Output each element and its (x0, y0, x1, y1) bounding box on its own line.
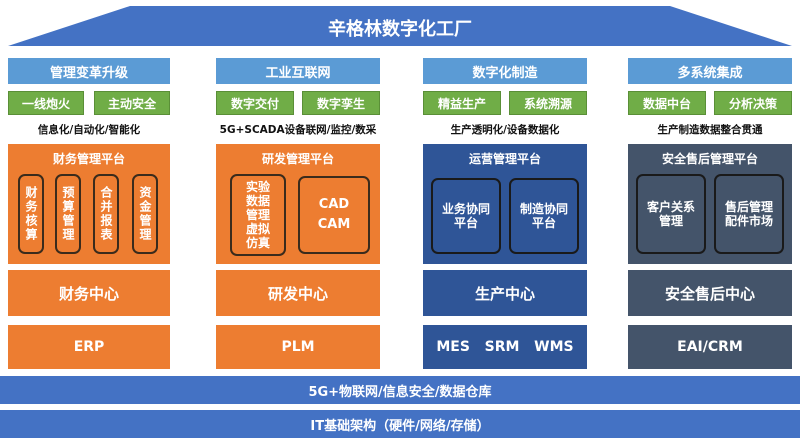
finance-platform-panel: 财务管理平台 财务核算 预算管理 合并报表 资金管理 (8, 144, 170, 264)
system-wms: WMS (534, 339, 574, 355)
pill-frontline: 一线炮火 (8, 91, 84, 115)
header-industrial-internet: 工业互联网 (216, 58, 380, 84)
roof-banner (8, 6, 792, 46)
rd-platform-panel: 研发管理平台 实验 数据 管理 虚拟 仿真 CAD CAM (216, 144, 380, 264)
pill-analysis-decision: 分析决策 (714, 91, 792, 115)
header-digital-manufacturing: 数字化制造 (423, 58, 587, 84)
system-mes: MES (436, 339, 470, 355)
production-center: 生产中心 (423, 270, 587, 316)
system-erp: ERP (8, 325, 170, 369)
header-management-upgrade: 管理变革升级 (8, 58, 170, 84)
pill-digital-delivery: 数字交付 (216, 91, 294, 115)
header-system-integration: 多系统集成 (628, 58, 792, 84)
caption-col2: 5G+SCADA设备联网/监控/数采 (219, 124, 377, 136)
business-collab-box: 业务协同 平台 (431, 178, 501, 254)
operations-platform-title: 运营管理平台 (468, 152, 541, 166)
finance-platform-title: 财务管理平台 (52, 152, 125, 166)
band-it-infrastructure: IT基础架构（硬件/网络/存储） (0, 410, 800, 438)
after-sales-platform-panel: 安全售后管理平台 客户关系 管理 售后管理 配件市场 (628, 144, 792, 264)
page-title: 辛格林数字化工厂 (328, 19, 472, 40)
crm-box: 客户关系 管理 (636, 174, 706, 254)
cad-cam-box: CAD CAM (298, 176, 370, 254)
operations-platform-panel: 运营管理平台 业务协同 平台 制造协同 平台 (423, 144, 587, 264)
band-iot-security: 5G+物联网/信息安全/数据仓库 (0, 376, 800, 404)
manufacturing-collab-box: 制造协同 平台 (509, 178, 579, 254)
caption-col1: 信息化/自动化/智能化 (37, 124, 141, 136)
experiment-simulation-box: 实验 数据 管理 虚拟 仿真 (230, 174, 286, 256)
system-plm: PLM (216, 325, 380, 369)
caption-col3: 生产透明化/设备数据化 (450, 124, 560, 136)
pill-active-safety: 主动安全 (94, 91, 170, 115)
after-sales-center: 安全售后中心 (628, 270, 792, 316)
rd-center: 研发中心 (216, 270, 380, 316)
fund-management-box: 资金管理 (132, 174, 158, 254)
consolidated-report-box: 合并报表 (93, 174, 119, 254)
after-sales-parts-box: 售后管理 配件市场 (714, 174, 784, 254)
pill-data-platform: 数据中台 (628, 91, 706, 115)
caption-col4: 生产制造数据整合贯通 (657, 124, 763, 136)
system-eai-crm: EAI/CRM (628, 325, 792, 369)
rd-platform-title: 研发管理平台 (261, 152, 334, 166)
system-srm: SRM (484, 339, 520, 355)
finance-accounting-box: 财务核算 (18, 174, 44, 254)
after-sales-platform-title: 安全售后管理平台 (661, 152, 758, 166)
systems-production: MES SRM WMS (423, 325, 587, 369)
pill-system-traceability: 系统溯源 (509, 91, 587, 115)
finance-center: 财务中心 (8, 270, 170, 316)
production-center-label: 生产中心 (474, 284, 535, 303)
pill-lean-production: 精益生产 (423, 91, 501, 115)
budget-management-box: 预算管理 (55, 174, 81, 254)
pill-digital-twin: 数字孪生 (302, 91, 380, 115)
